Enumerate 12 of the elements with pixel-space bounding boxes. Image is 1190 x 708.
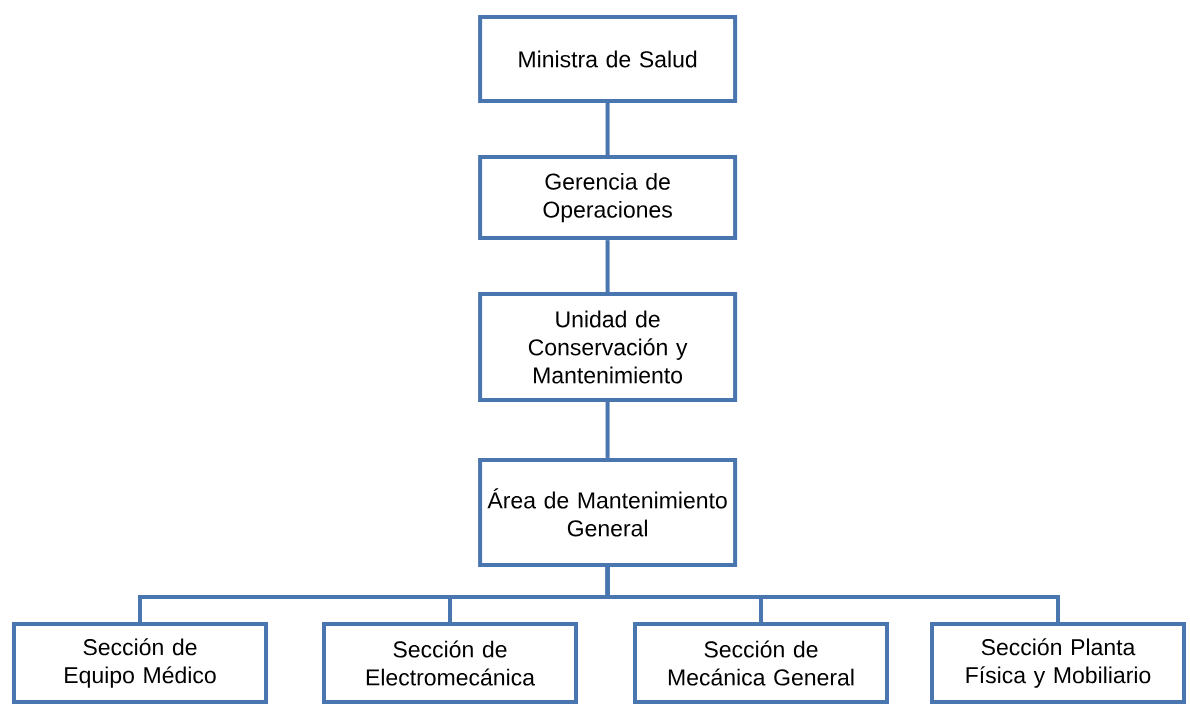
org-box: Ministra de Salud: [478, 15, 738, 103]
connector-line: [605, 566, 1060, 622]
org-box: Sección de Mecánica General: [633, 622, 889, 704]
org-box: Unidad de Conservación y Mantenimiento: [478, 292, 738, 402]
org-box: Sección de Electromecánica: [322, 622, 578, 704]
connector-line: [605, 402, 610, 458]
org-box: Sección Planta Física y Mobiliario: [930, 622, 1186, 704]
org-box: Gerencia de Operaciones: [478, 155, 738, 241]
org-box: Sección de Equipo Médico: [12, 622, 268, 704]
connector-line: [605, 103, 610, 156]
org-box: Área de Mantenimiento General: [478, 457, 738, 567]
connector-line: [605, 240, 610, 292]
